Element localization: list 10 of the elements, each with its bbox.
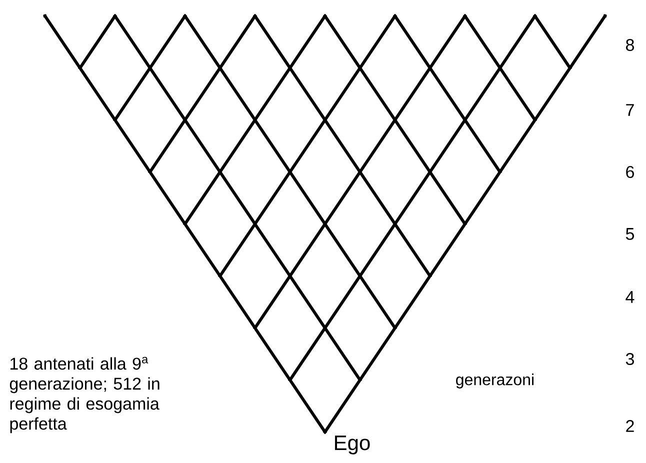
note-text: 18 antenati alla 9$^{a}$ generazione; 512 in regime di esogamia perfetta [10,356,160,434]
generation-number: 7 [626,104,634,116]
generation-number: 8 [626,38,634,52]
generation-number: 5 [626,228,634,240]
generation-number: 3 [626,352,634,366]
ego-label: Ego [335,436,370,454]
generation-number: 6 [626,166,634,178]
axis-label: generazoni [456,374,534,388]
generation-number: 2 [626,420,634,432]
generation-number: 4 [626,291,634,303]
